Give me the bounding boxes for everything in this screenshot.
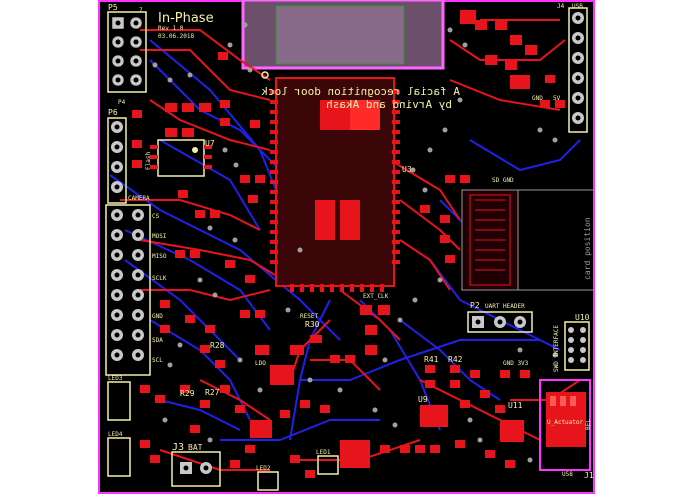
label-gnd-3v3: GND 3V3 — [503, 360, 529, 367]
label-uart-header: UART HEADER — [485, 303, 525, 310]
label-led4: LED4 — [108, 431, 123, 438]
label-r27: R27 — [205, 388, 220, 397]
label-scl: SCL — [152, 357, 163, 364]
label-j4: J4 — [557, 3, 565, 10]
led-outlines — [107, 381, 339, 491]
label-sd-gnd: SD GND — [492, 177, 514, 184]
label-u3: U3 — [402, 165, 412, 174]
label-p5: P5 — [108, 3, 118, 12]
label-swd-interface: SWD INTERFACE — [553, 325, 560, 372]
label-p4: P4 — [118, 99, 126, 106]
board-revision: Rev 1.0 — [158, 25, 184, 32]
label-p6: P6 — [108, 108, 118, 117]
label-reset: RESET — [300, 313, 318, 320]
label-j3: J3 — [172, 442, 184, 453]
header-spi-i2c — [105, 204, 151, 376]
label-bat: BAT — [188, 443, 203, 452]
actuator-connector-j1 — [539, 379, 591, 471]
label-sda: SDA — [152, 337, 163, 344]
label-r29: R29 — [180, 389, 195, 398]
uart-header-p2 — [467, 311, 533, 333]
wifi-antenna-keepout — [241, 0, 445, 70]
label-ldo: LDO — [255, 360, 266, 367]
label-bel: BEL — [585, 419, 592, 430]
board-title: In-Phase — [158, 11, 214, 26]
swd-header-u10 — [564, 321, 590, 371]
board-subtitle-2: by Arvind and Akash — [326, 98, 452, 111]
label-gnd-left: GND — [152, 313, 163, 320]
label-card-position: card position — [583, 217, 592, 280]
label-led3: LED3 — [108, 375, 123, 382]
label-led2: LED2 — [256, 465, 271, 472]
label-r30: R30 — [305, 320, 320, 329]
label-r41: R41 — [424, 355, 439, 364]
header-p6-camera — [107, 117, 127, 204]
header-p5 — [107, 11, 147, 93]
battery-connector-j3 — [171, 451, 221, 487]
wifi-mcu-module — [261, 71, 400, 292]
label-u-actuator: U_Actuator — [547, 419, 584, 426]
label-gnd-right: GND — [532, 95, 543, 102]
label-5v-right: 5V — [553, 95, 561, 102]
label-led1: LED1 — [316, 449, 331, 456]
label-camera: CAMERA — [128, 195, 150, 202]
board-date: 03.06.2018 — [158, 33, 195, 40]
label-flash: Flash — [145, 152, 152, 170]
label-u9: U9 — [418, 395, 428, 404]
label-miso: MISO — [152, 253, 167, 260]
label-cs: CS — [152, 213, 160, 220]
label-mosi: MOSI — [152, 233, 167, 240]
smd-component-pads — [132, 10, 565, 478]
header-usb-right — [568, 7, 588, 133]
sd-card-socket — [461, 189, 594, 291]
label-sclk: SCLK — [152, 275, 167, 282]
label-usb: USB — [572, 3, 583, 10]
label-r28: R28 — [210, 341, 225, 350]
label-u58: U58 — [562, 471, 573, 478]
label-u7: U7 — [205, 139, 215, 148]
vias — [152, 22, 558, 463]
label-p5-pin: 7 — [139, 7, 143, 14]
label-p2: P2 — [470, 301, 480, 310]
flash-ic-u7 — [150, 139, 212, 177]
label-r42: R42 — [448, 355, 463, 364]
label-ext-clk: EXT_CLK — [363, 293, 389, 300]
board-subtitle-1: A facial recognition door lock — [261, 85, 460, 98]
label-u11: U11 — [508, 401, 523, 410]
label-j1: J1 — [584, 471, 594, 480]
label-u10: U10 — [575, 313, 590, 322]
